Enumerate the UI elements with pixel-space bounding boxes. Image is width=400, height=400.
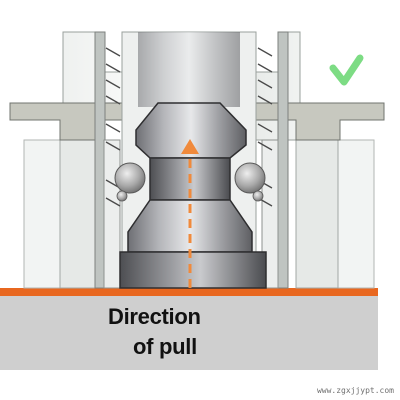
spring-right (257, 47, 273, 207)
spring-left (105, 47, 121, 207)
locking-ball-right (234, 162, 266, 194)
watermark: www.zgxjjypt.com (316, 386, 394, 395)
caption-line-1: Direction (108, 304, 201, 329)
housing-right (245, 31, 385, 289)
base-plate (0, 288, 378, 370)
small-ball-left (116, 190, 128, 202)
housing-left (9, 31, 135, 289)
locking-ball-left (114, 162, 146, 194)
caption-line-2: of pull (133, 334, 197, 359)
check-mark-icon (329, 54, 364, 86)
arrow-up-icon (181, 139, 199, 288)
small-ball-right (252, 190, 264, 202)
